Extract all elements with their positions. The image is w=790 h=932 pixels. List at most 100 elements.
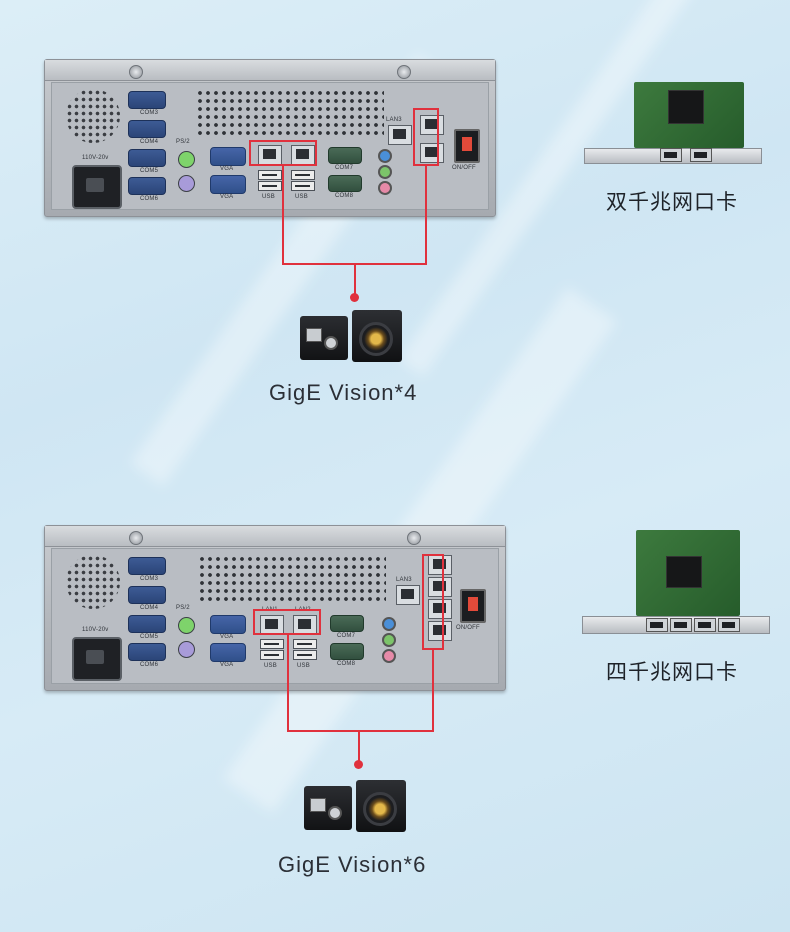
power-socket (72, 637, 122, 681)
vga2-label: VGA (220, 662, 234, 668)
nic-port (428, 555, 452, 575)
pc-back-panel: 110V-20v COM3 COM4 COM5 COM6 PS/2 VGA VG… (51, 82, 489, 210)
com6-label: COM6 (140, 196, 159, 202)
audio-line-in-jack (378, 149, 392, 163)
screw-icon (129, 65, 143, 79)
vga-port (210, 147, 246, 166)
lan3-label: LAN3 (386, 117, 402, 123)
power-label: 110V-20v (82, 627, 109, 633)
screw-icon (129, 531, 143, 545)
fan-vent (66, 555, 120, 609)
usb1-label: USB (262, 194, 275, 200)
dual-port-nic-card (582, 82, 762, 182)
nic-port (428, 621, 452, 641)
pc-top-panel (45, 526, 505, 547)
com5-port (128, 615, 166, 633)
power-switch (454, 129, 480, 163)
com4-label: COM4 (140, 605, 159, 611)
nic-port (428, 577, 452, 597)
usb1-label: USB (264, 663, 277, 669)
com6-port (128, 177, 166, 195)
connector-dot (354, 760, 363, 769)
nic-port (690, 148, 712, 162)
usb-port (258, 170, 282, 180)
usb-port (260, 639, 284, 649)
ps2-mouse-port (178, 151, 195, 168)
ventilation-grill (196, 89, 384, 139)
card-caption: 双千兆网口卡 (606, 191, 738, 214)
com4-port (128, 586, 166, 604)
com4-label: COM4 (140, 139, 159, 145)
nic-port (694, 618, 716, 632)
quad-port-nic-card (582, 530, 770, 642)
connector-line (354, 263, 356, 297)
screw-icon (397, 65, 411, 79)
pc-back-panel: 110V-20v COM3 COM4 COM5 COM6 PS/2 VGA VG… (51, 548, 499, 684)
com3-label: COM3 (140, 576, 159, 582)
usb-port (291, 181, 315, 191)
industrial-pc-rear: 110V-20v COM3 COM4 COM5 COM6 PS/2 VGA VG… (44, 59, 496, 217)
ps2-mouse-port (178, 617, 195, 634)
ps2-label: PS/2 (176, 605, 190, 611)
vga-port-2 (210, 643, 246, 662)
lan3-port (388, 125, 412, 145)
highlight-onboard-lan (253, 609, 321, 635)
lan3-label: LAN3 (396, 577, 412, 583)
section-dual-port: 110V-20v COM3 COM4 COM5 COM6 PS/2 VGA VG… (44, 59, 762, 405)
connector-line (358, 730, 360, 764)
lan3-port (396, 585, 420, 605)
gige-camera-icon (300, 306, 410, 370)
com6-port (128, 643, 166, 661)
audio-line-out-jack (378, 165, 392, 179)
highlight-nic-ports (422, 554, 444, 650)
camera-caption: GigE Vision*6 (278, 852, 427, 877)
com3-label: COM3 (140, 110, 159, 116)
usb-port (291, 170, 315, 180)
connector-line (282, 166, 284, 264)
com3-port (128, 91, 166, 109)
vga-label: VGA (220, 634, 234, 640)
usb2-label: USB (297, 663, 310, 669)
highlight-onboard-lan (249, 140, 317, 166)
lan1-port (258, 145, 282, 165)
vga-label: VGA (220, 166, 234, 172)
audio-mic-jack (382, 649, 396, 663)
highlight-nic-ports (413, 108, 439, 166)
usb-port (293, 650, 317, 660)
onoff-label: ON/OFF (456, 625, 480, 631)
com8-port (328, 175, 362, 192)
usb-port (260, 650, 284, 660)
vga-port (210, 615, 246, 634)
screw-icon (407, 531, 421, 545)
connector-line (287, 730, 434, 732)
usb-port (293, 639, 317, 649)
connector-dot (350, 293, 359, 302)
power-label: 110V-20v (82, 155, 109, 161)
pc-top-panel (45, 60, 495, 81)
section-quad-port: 110V-20v COM3 COM4 COM5 COM6 PS/2 VGA VG… (0, 466, 790, 932)
com7-port (330, 615, 364, 632)
com7-label: COM7 (337, 633, 356, 639)
com7-label: COM7 (335, 165, 354, 171)
com8-label: COM8 (335, 193, 354, 199)
ps2-keyboard-port (178, 175, 195, 192)
onoff-label: ON/OFF (452, 165, 476, 171)
nic-port (428, 599, 452, 619)
connector-line (432, 650, 434, 731)
audio-line-in-jack (382, 617, 396, 631)
com3-port (128, 557, 166, 575)
industrial-pc-rear: 110V-20v COM3 COM4 COM5 COM6 PS/2 VGA VG… (44, 525, 506, 691)
connector-line (287, 635, 289, 731)
com6-label: COM6 (140, 662, 159, 668)
fan-vent (66, 89, 120, 143)
com8-label: COM8 (337, 661, 356, 667)
com5-port (128, 149, 166, 167)
connector-line (425, 166, 427, 264)
usb-port (258, 181, 282, 191)
power-socket (72, 165, 122, 209)
vga2-label: VGA (220, 194, 234, 200)
power-switch (460, 589, 486, 623)
audio-mic-jack (378, 181, 392, 195)
nic-port (660, 148, 682, 162)
com4-port (128, 120, 166, 138)
